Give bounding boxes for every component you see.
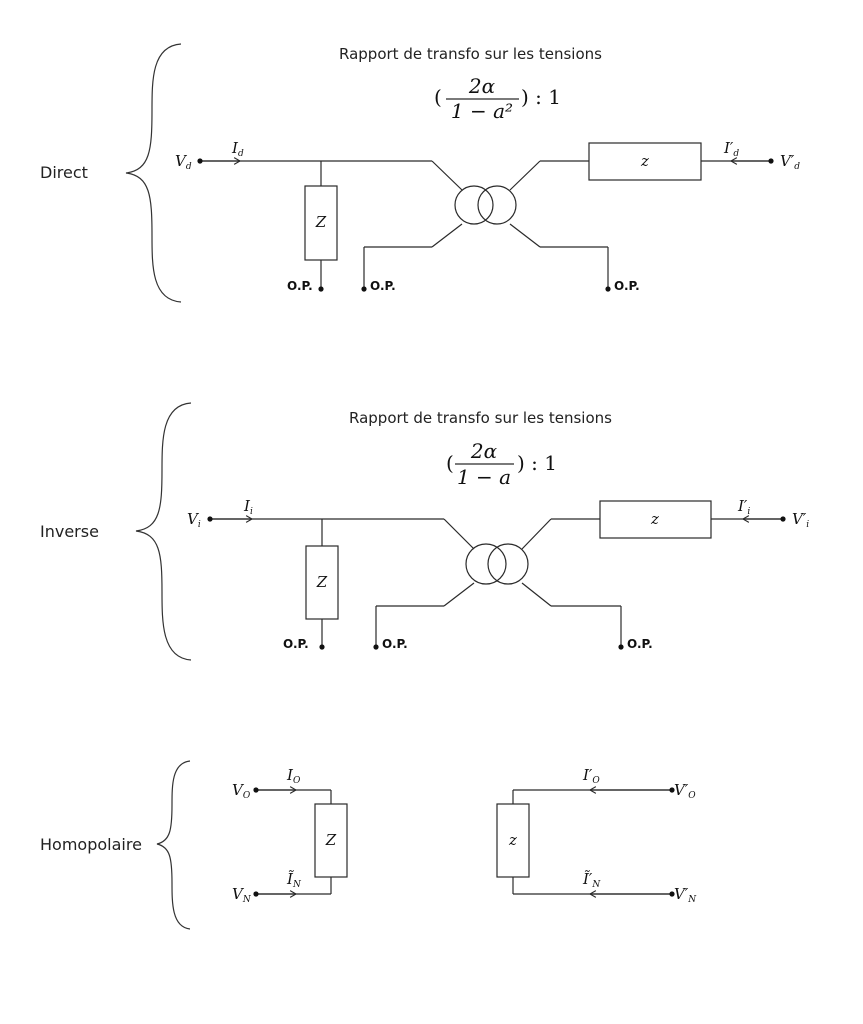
inverse-op-1: O.P. (283, 637, 309, 651)
homopolaire-left-v-top: VO (232, 781, 251, 801)
homopolaire-brace (156, 760, 191, 930)
inverse-op-3: O.P. (627, 637, 653, 651)
inverse-v-right-label: V′i (792, 510, 809, 530)
direct-label: Direct (40, 163, 88, 182)
homopolaire-right-i-bot: Ĩ′N (582, 870, 601, 890)
homopolaire-section: Homopolaire VO IO Z VN ĨN V′O I′O z V′N … (40, 760, 697, 930)
inverse-series-impedance-label: z (650, 510, 659, 528)
svg-text:) : 1: ) : 1 (517, 451, 557, 475)
homopolaire-right-v-top: V′O (674, 781, 696, 801)
inverse-formula: ( 2α 1 − a ) : 1 (446, 439, 557, 489)
inverse-transformer-coil-left (465, 543, 507, 585)
direct-op-2: O.P. (370, 279, 396, 293)
homopolaire-right-impedance (496, 803, 530, 878)
direct-v-right-label: V′d (780, 152, 800, 172)
homopolaire-label: Homopolaire (40, 835, 142, 854)
svg-text:(: ( (446, 451, 454, 475)
direct-formula: ( 2α 1 − a² ) : 1 (434, 74, 561, 123)
direct-op-1: O.P. (287, 279, 313, 293)
homopolaire-left-impedance-label: Z (325, 831, 337, 849)
svg-text:) : 1: ) : 1 (521, 85, 561, 109)
inverse-v-left-label: Vi (187, 510, 201, 530)
inverse-i-left-label: Ii (243, 497, 253, 517)
direct-series-impedance (588, 142, 702, 181)
homopolaire-left-i-bot: ĨN (286, 870, 302, 890)
direct-op-3: O.P. (614, 279, 640, 293)
inverse-label: Inverse (40, 522, 99, 541)
direct-shunt-impedance (304, 185, 338, 261)
direct-series-impedance-label: z (640, 152, 649, 170)
direct-transformer-coil-left (454, 185, 494, 225)
inverse-transformer-coil-right (487, 543, 529, 585)
homopolaire-right-impedance-label: z (508, 831, 517, 849)
homopolaire-left-v-bot: VN (232, 885, 252, 905)
direct-brace (125, 43, 182, 303)
direct-section: Direct Rapport de transfo sur les tensio… (40, 43, 800, 303)
direct-formula-denominator: 1 − a² (451, 99, 513, 123)
inverse-shunt-impedance-label: Z (316, 573, 328, 591)
direct-formula-numerator: 2α (468, 74, 496, 98)
inverse-i-right-label: I′i (737, 497, 750, 517)
homopolaire-left-i-top: IO (286, 766, 301, 786)
homopolaire-right-i-top: I′O (582, 766, 600, 786)
direct-shunt-impedance-label: Z (315, 213, 327, 231)
inverse-op-2: O.P. (382, 637, 408, 651)
direct-i-left-label: Id (231, 139, 244, 159)
direct-transformer-coil-right (477, 185, 517, 225)
direct-title: Rapport de transfo sur les tensions (339, 45, 602, 63)
inverse-formula-numerator: 2α (470, 439, 498, 463)
inverse-formula-denominator: 1 − a (457, 465, 511, 489)
inverse-brace (135, 402, 192, 661)
homopolaire-right-v-bot: V′N (674, 885, 697, 905)
inverse-title: Rapport de transfo sur les tensions (349, 409, 612, 427)
svg-text:(: ( (434, 85, 442, 109)
homopolaire-left-impedance (314, 803, 348, 878)
direct-v-left-label: Vd (175, 152, 192, 172)
inverse-section: Inverse Rapport de transfo sur les tensi… (40, 402, 809, 661)
direct-i-right-label: I′d (723, 139, 739, 159)
